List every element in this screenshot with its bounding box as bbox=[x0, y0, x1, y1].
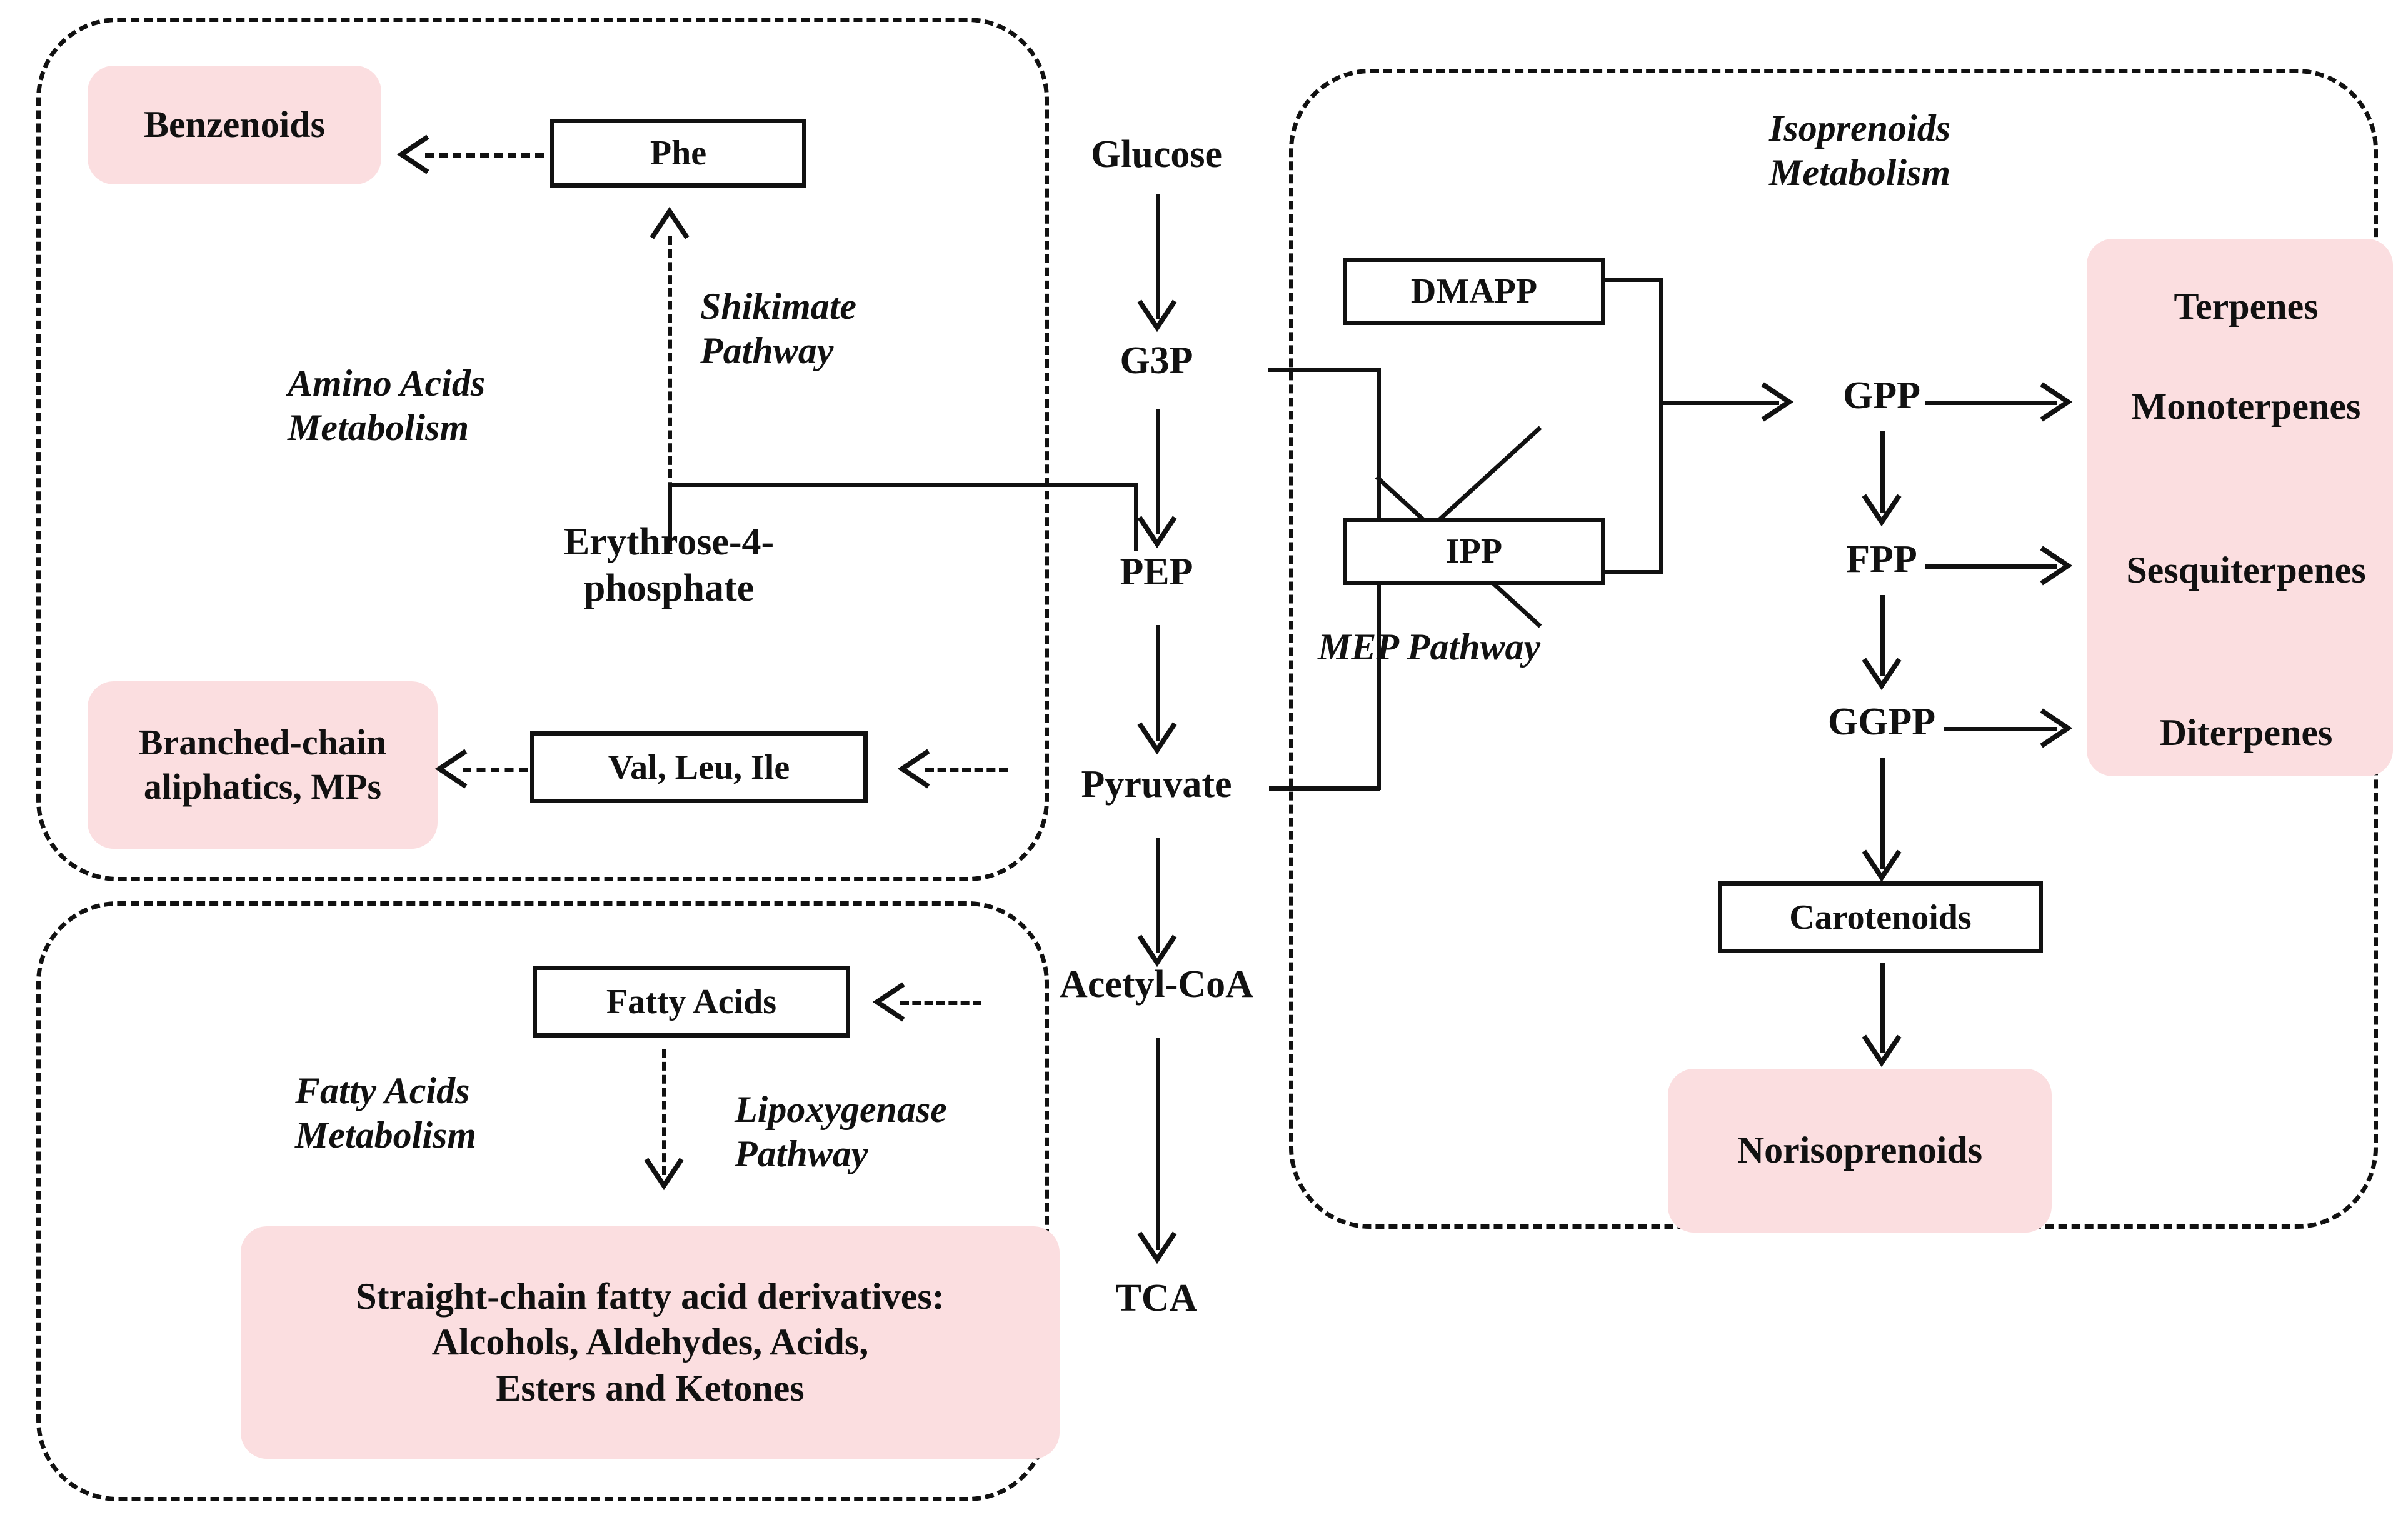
g3p-to-mep-stub bbox=[1268, 368, 1380, 372]
arrowhead-pep-to-pyruvate bbox=[1137, 722, 1177, 755]
node-fpp: FPP bbox=[1846, 538, 1917, 581]
arrowhead-fpp-to-ggpp bbox=[1862, 658, 1902, 691]
node-ggpp: GGPP bbox=[1827, 701, 1936, 743]
dmapp-ipp-bracket-vertical bbox=[1659, 278, 1663, 574]
box-phe[interactable]: Phe bbox=[550, 119, 806, 188]
arrowhead-phe-to-benzenoids bbox=[396, 134, 429, 174]
box-ipp[interactable]: IPP bbox=[1343, 518, 1605, 585]
node-acetyl-coa: Acetyl-CoA bbox=[1060, 963, 1253, 1006]
arrow-acetylcoa-to-fattyacids-shaft bbox=[900, 1001, 981, 1005]
arrow-ggpp-to-carotenoids-shaft bbox=[1880, 758, 1885, 869]
arrowhead-mep-to-gpp bbox=[1761, 382, 1794, 422]
box-dmapp[interactable]: DMAPP bbox=[1343, 258, 1605, 325]
pathway-label-mep: MEP Pathway bbox=[1318, 626, 1541, 668]
arrow-acetylcoa-to-tca-shaft bbox=[1156, 1038, 1160, 1250]
pyruvate-to-mep-stub bbox=[1269, 786, 1380, 791]
arrow-glucose-to-g3p-shaft bbox=[1156, 194, 1160, 319]
arrowhead-g3p-to-pep bbox=[1137, 516, 1177, 549]
pathway-label-shikimate: Shikimate Pathway bbox=[700, 286, 857, 371]
node-glucose: Glucose bbox=[1090, 133, 1223, 176]
block-branched-chain-aliphatics: Branched-chain aliphatics, MPs bbox=[88, 681, 438, 849]
node-gpp: GPP bbox=[1843, 374, 1920, 417]
arrowhead-fattyacids-to-derivatives bbox=[644, 1158, 684, 1191]
arrowhead-gpp-to-monoterpenes bbox=[2040, 382, 2073, 422]
block-fatty-acid-derivatives: Straight-chain fatty acid derivatives: A… bbox=[241, 1226, 1060, 1459]
erythrose-bracket-top bbox=[668, 483, 1138, 487]
arrow-g3p-to-pep-shaft bbox=[1156, 409, 1160, 534]
arrow-fpp-to-sesquiterpenes-shaft bbox=[1925, 564, 2057, 569]
block-norisoprenoids: Norisoprenoids bbox=[1668, 1069, 2052, 1233]
arrowhead-glucose-to-g3p bbox=[1137, 299, 1177, 333]
terpenes-item-diterpenes: Diterpenes bbox=[2159, 712, 2333, 753]
arrow-valleuile-to-branched-shaft bbox=[463, 768, 528, 772]
arrow-gpp-to-fpp-shaft bbox=[1880, 431, 1885, 513]
arrow-gpp-to-monoterpenes-shaft bbox=[1925, 401, 2057, 405]
arrow-shikimate-to-phe-shaft bbox=[668, 236, 672, 504]
arrow-fpp-to-ggpp-shaft bbox=[1880, 595, 1885, 676]
compartment-amino-acids bbox=[36, 18, 1049, 881]
arrow-pyruvate-to-valleuile-shaft bbox=[925, 768, 1008, 772]
arrow-carotenoids-to-norisoprenoids-shaft bbox=[1880, 963, 1885, 1053]
terpenes-item-sesquiterpenes: Sesquiterpenes bbox=[2126, 549, 2366, 591]
terpenes-item-monoterpenes: Monoterpenes bbox=[2131, 386, 2361, 427]
node-pyruvate: Pyruvate bbox=[1081, 763, 1232, 806]
pathway-label-lipoxygenase: Lipoxygenase Pathway bbox=[735, 1089, 947, 1174]
node-erythrose-4-phosphate: Erythrose-4- phosphate bbox=[563, 521, 775, 610]
arrow-ggpp-to-diterpenes-shaft bbox=[1944, 727, 2057, 731]
dmapp-bracket-stub bbox=[1598, 278, 1663, 282]
compartment-label-fatty-acids: Fatty Acids Metabolism bbox=[295, 1070, 477, 1156]
arrowhead-fpp-to-sesquiterpenes bbox=[2040, 546, 2073, 586]
node-tca: TCA bbox=[1115, 1277, 1198, 1319]
arrow-fattyacids-to-derivatives-shaft bbox=[662, 1049, 666, 1175]
arrowhead-gpp-to-fpp bbox=[1862, 494, 1902, 527]
arrowhead-carotenoids-to-norisoprenoids bbox=[1862, 1034, 1902, 1068]
box-carotenoids[interactable]: Carotenoids bbox=[1718, 881, 2043, 953]
compartment-label-amino-acids: Amino Acids Metabolism bbox=[288, 363, 486, 448]
arrow-mep-to-gpp-shaft bbox=[1659, 401, 1779, 405]
ipp-bracket-stub bbox=[1598, 570, 1663, 574]
arrowhead-valleuile-to-branched bbox=[434, 749, 468, 789]
node-g3p: G3P bbox=[1120, 339, 1193, 382]
arrow-pep-to-pyruvate-shaft bbox=[1156, 625, 1160, 741]
terpenes-heading: Terpenes bbox=[2174, 286, 2319, 327]
arrow-phe-to-benzenoids-shaft bbox=[425, 153, 544, 158]
arrowhead-acetylcoa-to-tca bbox=[1137, 1231, 1177, 1264]
arrowhead-acetylcoa-to-fattyacids bbox=[872, 982, 905, 1022]
erythrose-bracket-right bbox=[1134, 483, 1138, 551]
box-fatty-acids[interactable]: Fatty Acids bbox=[533, 966, 850, 1038]
compartment-label-isoprenoids: Isoprenoids Metabolism bbox=[1769, 108, 1951, 193]
arrow-pyruvate-to-acetylcoa-shaft bbox=[1156, 838, 1160, 953]
block-terpenes: Terpenes Monoterpenes Sesquiterpenes Dit… bbox=[2087, 239, 2393, 776]
arrowhead-pyruvate-to-acetylcoa bbox=[1137, 934, 1177, 968]
block-benzenoids: Benzenoids bbox=[88, 66, 381, 184]
arrowhead-ggpp-to-carotenoids bbox=[1862, 849, 1902, 883]
erythrose-bracket-left bbox=[668, 483, 672, 551]
arrowhead-ggpp-to-diterpenes bbox=[2040, 708, 2073, 748]
box-val-leu-ile[interactable]: Val, Leu, Ile bbox=[530, 731, 868, 803]
compartment-fatty-acids bbox=[36, 901, 1049, 1501]
arrowhead-pyruvate-to-valleuile bbox=[897, 749, 930, 789]
arrowhead-shikimate-to-phe bbox=[650, 206, 690, 239]
node-pep: PEP bbox=[1120, 551, 1193, 593]
